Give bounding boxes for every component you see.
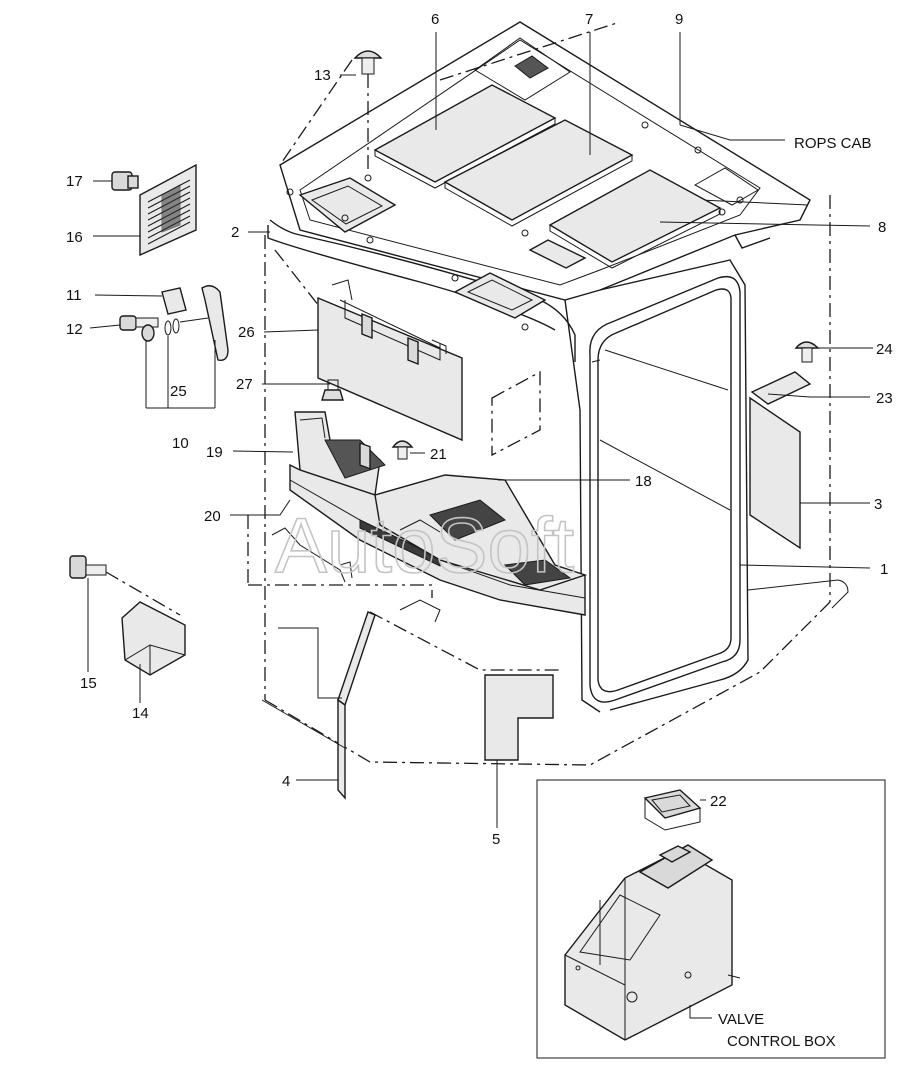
- callout-16: 16: [66, 229, 83, 246]
- roof-pad-6: [373, 84, 557, 189]
- callout-22: 22: [710, 793, 727, 810]
- sunshade-26: [317, 279, 463, 470]
- cab-roof: [267, 21, 811, 362]
- bolt-24: [794, 341, 820, 363]
- callout-15: 15: [80, 675, 97, 692]
- callout-3: 3: [874, 496, 882, 513]
- plate-23: [750, 371, 812, 405]
- cab-right-wall: [564, 259, 849, 713]
- callout-8: 8: [878, 219, 886, 236]
- valve-control-box-label-line1: VALVE: [718, 1011, 764, 1028]
- bracket-10: [145, 336, 216, 409]
- fitting-15: [69, 555, 181, 616]
- trim-lower-left: [271, 527, 441, 623]
- callout-9: 9: [675, 11, 683, 28]
- callout-17: 17: [66, 173, 83, 190]
- valve-control-box-frame: [536, 779, 886, 1059]
- callout-18: 18: [635, 473, 652, 490]
- valve-control-box: [564, 844, 741, 1041]
- trim-18: [374, 474, 588, 591]
- callout-20: 20: [204, 508, 221, 525]
- valve-control-box-label-line2: CONTROL BOX: [727, 1033, 836, 1050]
- leader-lines: [87, 32, 873, 1019]
- bolt-27: [321, 379, 344, 401]
- roof-pad-8: [548, 169, 722, 269]
- knob-17: [111, 171, 139, 191]
- panel-4-frame: [261, 627, 346, 749]
- callout-19: 19: [206, 444, 223, 461]
- callout-6: 6: [431, 11, 439, 28]
- mirror-10: [141, 285, 229, 361]
- callout-numbers: 1 2 3 4 5 6 7 8 9 10 11 12 13 14 15 16 1…: [66, 11, 893, 848]
- callout-5: 5: [492, 831, 500, 848]
- callout-27: 27: [236, 376, 253, 393]
- callout-13: 13: [314, 67, 331, 84]
- callout-11: 11: [66, 287, 82, 304]
- switch-22: [643, 789, 702, 831]
- callout-4: 4: [282, 773, 290, 790]
- mirror-bracket-11: [161, 287, 187, 315]
- callout-7: 7: [585, 11, 593, 28]
- roof-pad-7: [443, 119, 634, 227]
- watermark: AutoSoft: [275, 501, 575, 589]
- side-panel-3: [749, 396, 801, 550]
- vent-grille-16: [139, 163, 197, 257]
- door-seal-1: [589, 275, 741, 703]
- callout-25: 25: [170, 383, 187, 400]
- washers-25: [164, 318, 180, 336]
- rops-cab-label: ROPS CAB: [794, 135, 872, 152]
- callout-12: 12: [66, 321, 83, 338]
- bolt-21: [391, 440, 414, 460]
- callout-21: 21: [430, 446, 447, 463]
- cover-14: [121, 601, 186, 676]
- callout-14: 14: [132, 705, 149, 722]
- callout-26: 26: [238, 324, 255, 341]
- panel-5: [484, 674, 554, 761]
- panel-4: [337, 611, 376, 800]
- callout-24: 24: [876, 341, 893, 358]
- callout-2: 2: [231, 224, 239, 241]
- callout-10: 10: [172, 435, 189, 452]
- callout-1: 1: [880, 561, 888, 578]
- callout-23: 23: [876, 390, 893, 407]
- bolt-13: [353, 50, 383, 172]
